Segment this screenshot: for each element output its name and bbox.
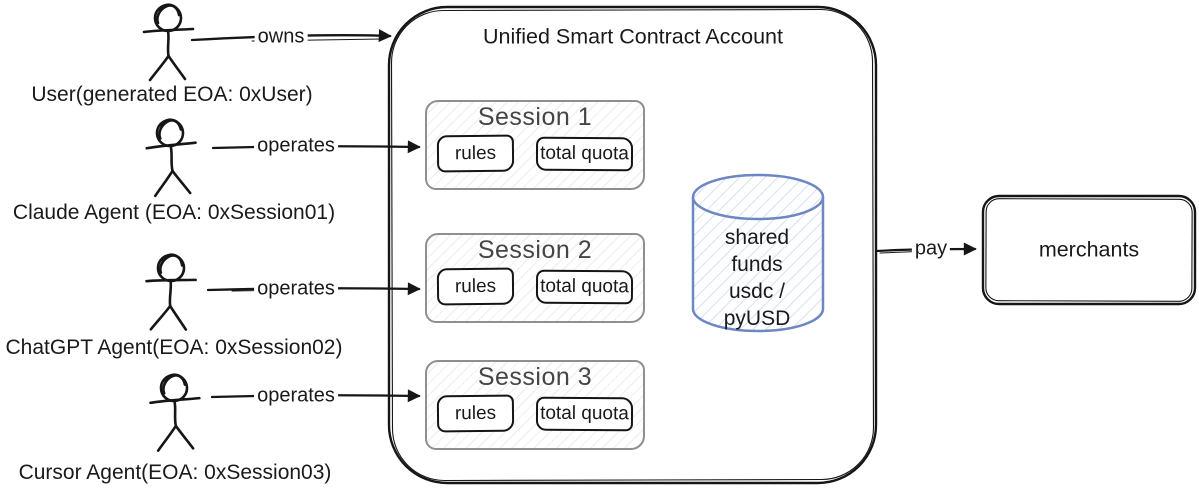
rules-label: rules <box>454 142 497 164</box>
session-2-rules-box: rules <box>436 267 515 306</box>
cylinder-top <box>691 173 825 221</box>
cursor-agent-stick-figure-icon <box>148 372 203 453</box>
session-1-title: Session 1 <box>477 103 593 131</box>
session-1-row: rules total quota <box>436 134 634 173</box>
session-2-row: rules total quota <box>436 267 634 306</box>
session-3-title: Session 3 <box>477 363 593 391</box>
session-1-rules-box: rules <box>436 134 515 173</box>
account-title: Unified Smart Contract Account <box>483 24 783 49</box>
rules-label: rules <box>454 275 497 297</box>
total-quota-label: total quota <box>540 275 629 297</box>
edge-label-operates-1: operates <box>254 134 338 158</box>
total-quota-label: total quota <box>540 402 629 424</box>
actor-label-cursor-agent: Cursor Agent(EOA: 0xSession03) <box>18 461 332 484</box>
actor-label-claude-agent: Claude Agent (EOA: 0xSession01) <box>12 201 336 224</box>
edge-label-operates-3: operates <box>254 384 338 408</box>
session-2-total-quota-box: total quota <box>535 269 634 304</box>
merchants-label: merchants <box>1038 237 1140 262</box>
session-3-total-quota-box: total quota <box>535 396 634 431</box>
session-2-box: Session 2 rules total quota <box>425 233 645 323</box>
actor-label-chatgpt-agent: ChatGPT Agent(EOA: 0xSession02) <box>5 336 343 359</box>
session-1-box: Session 1 rules total quota <box>425 100 645 190</box>
session-3-row: rules total quota <box>436 394 634 433</box>
shared-funds-label: shared funds usdc / pyUSD <box>723 226 791 330</box>
session-3-rules-box: rules <box>436 394 515 433</box>
edge-label-operates-2: operates <box>254 277 338 301</box>
total-quota-label: total quota <box>540 142 629 164</box>
session-3-box: Session 3 rules total quota <box>425 360 645 450</box>
session-2-title: Session 2 <box>477 236 593 264</box>
claude-agent-stick-figure-icon <box>144 117 200 198</box>
actor-label-user: User(generated EOA: 0xUser) <box>31 83 313 106</box>
edge-label-pay: pay <box>911 237 951 261</box>
session-1-total-quota-box: total quota <box>535 136 634 171</box>
user-stick-figure-icon <box>142 3 195 82</box>
chatgpt-agent-stick-figure-icon <box>143 252 198 333</box>
rules-label: rules <box>454 402 497 424</box>
edge-label-owns: owns <box>254 25 308 49</box>
